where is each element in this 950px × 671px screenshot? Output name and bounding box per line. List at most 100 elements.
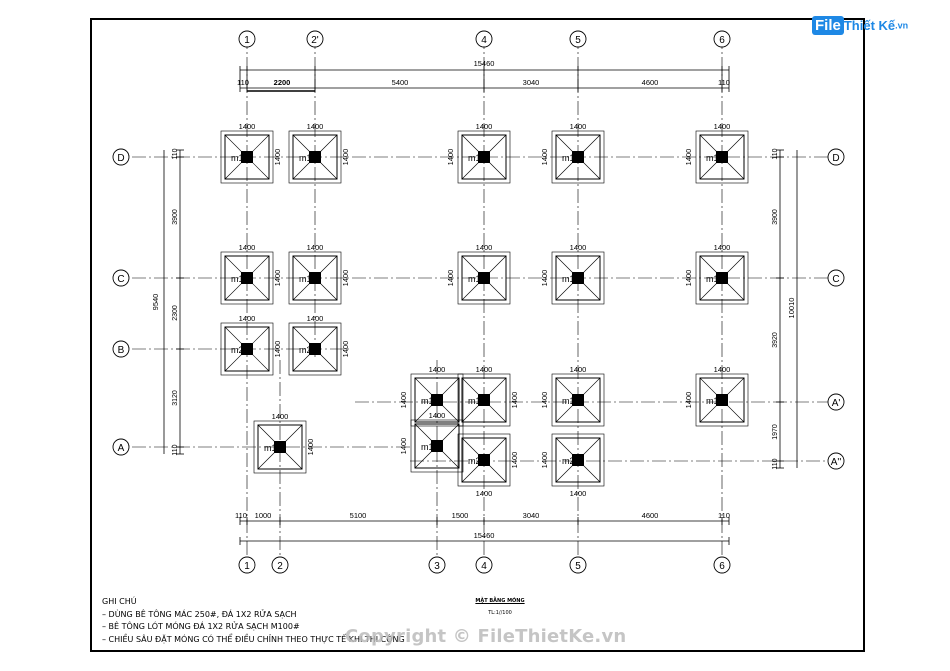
dimension-text-bottom: 110 bbox=[718, 511, 730, 520]
footing-column bbox=[572, 272, 584, 284]
dimension-text-top: 110 bbox=[237, 78, 249, 87]
footing-depth-label: 1400 bbox=[540, 392, 549, 409]
footing-pad bbox=[555, 134, 601, 180]
axis-bubble bbox=[112, 269, 130, 287]
axis-bubble bbox=[306, 30, 324, 48]
footing-depth-label: 1400 bbox=[540, 149, 549, 166]
footing-type-label: m1 bbox=[706, 274, 719, 284]
footing-depth-label: 1400 bbox=[684, 149, 693, 166]
axis-bubble bbox=[827, 452, 845, 470]
dimension-text-top: 2200 bbox=[274, 78, 291, 87]
dimension-text-left: 2300 bbox=[172, 305, 179, 321]
footing-type-label: m2 bbox=[562, 456, 575, 466]
dimension-text-bottom-total: 15460 bbox=[474, 531, 495, 540]
dimension-text-top: 110 bbox=[718, 78, 730, 87]
dimension-text-right-total: 10010 bbox=[787, 298, 796, 319]
footing-outline bbox=[457, 433, 511, 487]
footing-column bbox=[431, 394, 443, 406]
footing-pad bbox=[555, 377, 601, 423]
footing-outline bbox=[551, 251, 605, 305]
axis-label: D bbox=[832, 153, 839, 164]
note-item: – DÙNG BÊ TÔNG MÁC 250#, ĐÁ 1X2 RỬA SẠCH bbox=[102, 609, 297, 619]
footing-width-label: 1400 bbox=[476, 243, 493, 252]
footing-width-label: 1400 bbox=[307, 243, 324, 252]
dimension-text-left: 3120 bbox=[172, 390, 179, 406]
footing-depth-label: 1400 bbox=[510, 392, 519, 409]
footing-column bbox=[572, 454, 584, 466]
footing-outline bbox=[457, 251, 511, 305]
drawing-title: MẶT BẰNG MÓNG bbox=[475, 598, 525, 604]
footing-outline bbox=[288, 130, 342, 184]
footing-pad bbox=[292, 134, 338, 180]
footing-column bbox=[572, 151, 584, 163]
footing-pad bbox=[257, 424, 303, 470]
footing-depth-label: 1400 bbox=[273, 341, 282, 358]
axis-bubble bbox=[238, 556, 256, 574]
axis-label: 5 bbox=[575, 35, 581, 46]
footing-type-label: m1 bbox=[299, 274, 312, 284]
axis-label: 5 bbox=[575, 561, 581, 572]
footing-depth-label: 1400 bbox=[446, 149, 455, 166]
footing-column bbox=[241, 272, 253, 284]
axis-label: 4 bbox=[481, 35, 487, 46]
footing-outline bbox=[695, 251, 749, 305]
dimension-text-bottom: 5100 bbox=[350, 511, 367, 520]
dimension-text-right: 110 bbox=[772, 458, 779, 469]
footing-width-label: 1400 bbox=[239, 243, 256, 252]
footing-outline bbox=[551, 373, 605, 427]
footing-pad bbox=[461, 255, 507, 301]
footing-width-label: 1400 bbox=[714, 243, 731, 252]
footing-type-label: m1 bbox=[264, 443, 277, 453]
axis-bubble bbox=[112, 340, 130, 358]
footing-width-label: 1400 bbox=[239, 122, 256, 131]
axis-label: A bbox=[118, 443, 125, 454]
dimension-text-right: 3920 bbox=[772, 332, 779, 348]
footing-depth-label: 1400 bbox=[341, 341, 350, 358]
footing-pad bbox=[414, 423, 460, 469]
dimension-text-top-total: 15460 bbox=[474, 59, 495, 68]
footing-column bbox=[274, 441, 286, 453]
axis-label: 6 bbox=[719, 561, 725, 572]
footing-pad bbox=[292, 255, 338, 301]
footing-type-label: m1 bbox=[562, 153, 575, 163]
axis-label: B bbox=[118, 345, 125, 356]
footing-type-label: m1 bbox=[231, 153, 244, 163]
dimension-text-left: 110 bbox=[172, 444, 179, 455]
footing-column bbox=[572, 394, 584, 406]
axis-bubble bbox=[569, 556, 587, 574]
footing-outline bbox=[457, 373, 511, 427]
footing-column bbox=[716, 151, 728, 163]
footing-pad bbox=[699, 134, 745, 180]
drawing-border bbox=[90, 18, 865, 652]
footing-depth-label: 1400 bbox=[306, 439, 315, 456]
footing-pad bbox=[699, 255, 745, 301]
footing-depth-label: 1400 bbox=[684, 392, 693, 409]
dimension-text-top: 5400 bbox=[392, 78, 409, 87]
dimension-text-right: 110 bbox=[772, 148, 779, 159]
dimension-text-bottom: 4600 bbox=[642, 511, 659, 520]
footing-pad bbox=[224, 255, 270, 301]
footing-width-label: 1400 bbox=[429, 411, 446, 420]
footing-outline bbox=[457, 130, 511, 184]
axis-bubble bbox=[827, 148, 845, 166]
axis-bubble bbox=[827, 269, 845, 287]
footing-depth-label: 1400 bbox=[540, 452, 549, 469]
dimension-text-bottom: 1500 bbox=[452, 511, 469, 520]
footing-pad bbox=[224, 326, 270, 372]
footing-type-label: m2 bbox=[299, 345, 312, 355]
axis-bubble bbox=[428, 556, 446, 574]
footing-width-label: 1400 bbox=[570, 122, 587, 131]
footing-width-label: 1400 bbox=[714, 365, 731, 374]
dimension-text-left-total: 9540 bbox=[151, 294, 160, 311]
footing-depth-label: 1400 bbox=[540, 270, 549, 287]
footing-depth-label: 1400 bbox=[510, 452, 519, 469]
footing-column bbox=[241, 343, 253, 355]
axis-label: 4 bbox=[481, 561, 487, 572]
footing-depth-label: 1400 bbox=[341, 270, 350, 287]
footing-outline bbox=[220, 322, 274, 376]
footing-type-label: m2 bbox=[231, 345, 244, 355]
footing-depth-label: 1400 bbox=[399, 438, 408, 455]
footing-column bbox=[241, 151, 253, 163]
